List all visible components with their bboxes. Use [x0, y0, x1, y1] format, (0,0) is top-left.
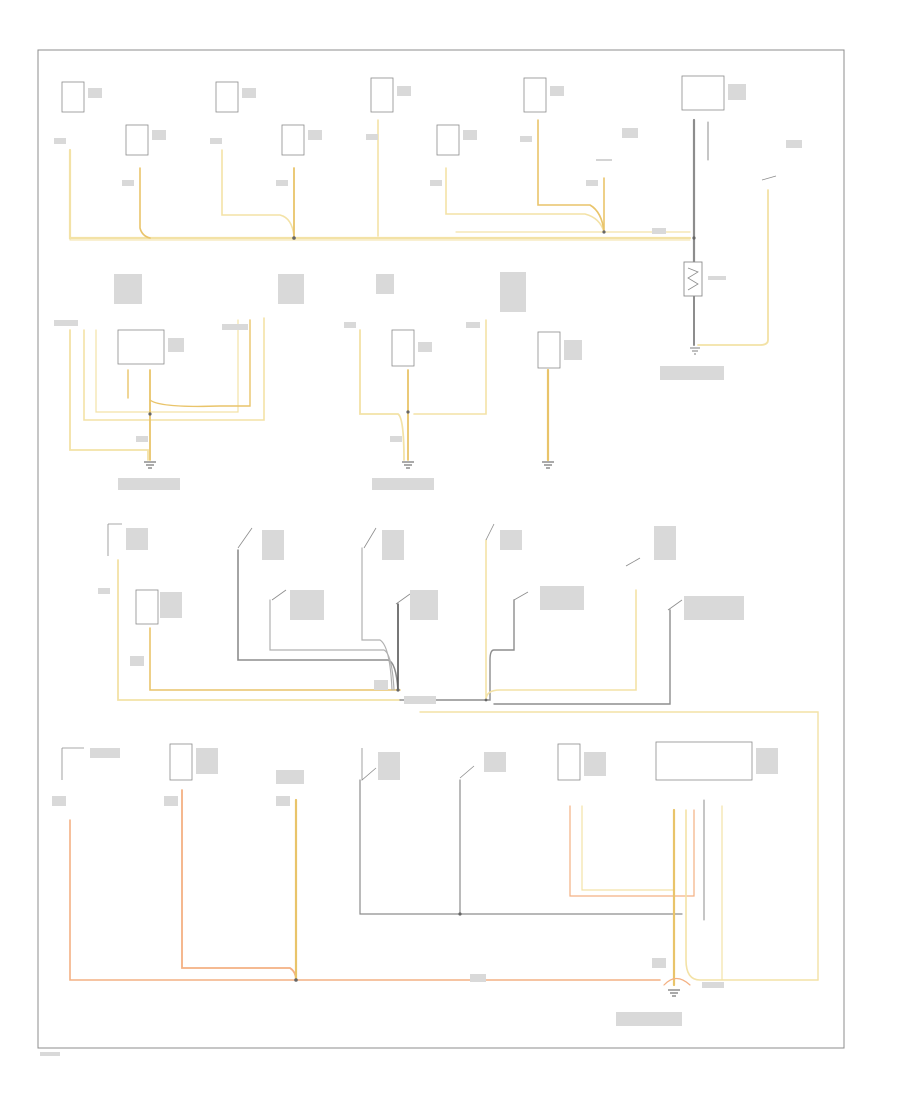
section-4-components — [61, 741, 753, 997]
section-1-labels — [88, 84, 802, 380]
section-2-labels — [114, 272, 582, 490]
section-4-labels — [90, 748, 778, 1026]
section-3-labels — [126, 526, 744, 704]
section-3-components — [107, 523, 683, 702]
resistor-symbol — [683, 261, 703, 297]
diagram-frame — [37, 49, 845, 1049]
section-1-components — [61, 75, 777, 355]
section-4-wiring — [69, 779, 819, 987]
footer-code-mark — [40, 1052, 60, 1056]
wire-code-tags — [52, 134, 666, 968]
section-2-wiring — [69, 317, 550, 462]
section-2-components — [117, 329, 561, 469]
